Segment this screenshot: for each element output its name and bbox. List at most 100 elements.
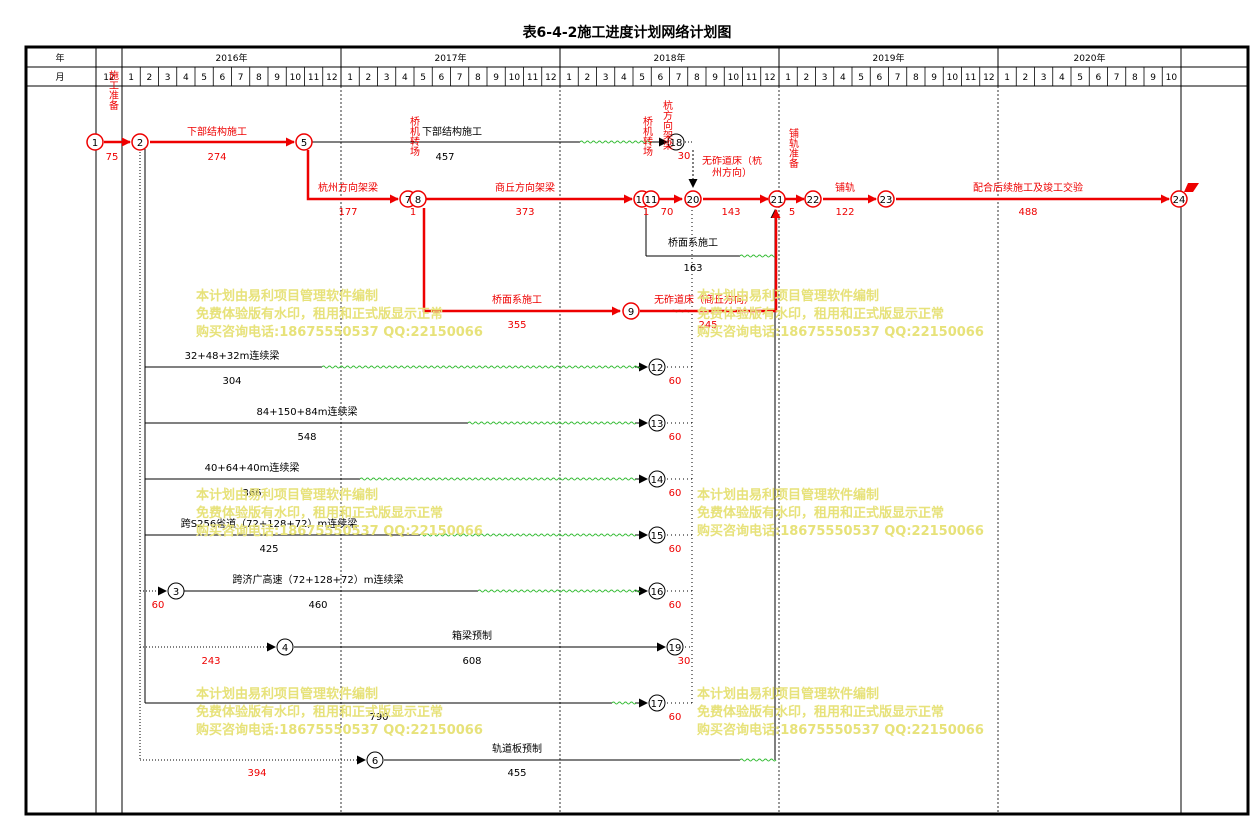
node[interactable]: 23 <box>877 190 895 208</box>
month-cell: 10 <box>1166 73 1178 83</box>
node[interactable]: 22 <box>804 190 822 208</box>
node[interactable]: 13 <box>648 414 666 432</box>
watermark-line: 购买咨询电话:18675550537 QQ:22150066 <box>697 324 984 340</box>
month-cell: 8 <box>913 73 919 83</box>
node4-float: 243 <box>201 656 220 667</box>
hz-bridge-label: 杭州方向架梁 <box>318 181 378 194</box>
watermark-block: 本计划由易利项目管理软件编制 免费体验版有水印，租用和正式版显示正常 购买咨询电… <box>697 686 984 738</box>
node-label: 23 <box>880 195 893 206</box>
node[interactable]: 6 <box>366 751 384 769</box>
year-cell: 2019年 <box>873 52 905 64</box>
node[interactable]: 21 <box>768 190 786 208</box>
turn1-duration: 1 <box>410 207 416 218</box>
track-duration: 455 <box>507 768 526 779</box>
watermark-block: 本计划由易利项目管理软件编制 免费体验版有水印，租用和正式版显示正常 购买咨询电… <box>196 288 483 340</box>
month-cell: 8 <box>1132 73 1138 83</box>
node-label: 10 <box>636 195 649 206</box>
node[interactable]: 4 <box>276 638 294 656</box>
span1-float: 60 <box>669 376 682 387</box>
node[interactable]: 12 <box>648 358 666 376</box>
float-wave <box>579 140 653 144</box>
watermark-line: 购买咨询电话:18675550537 QQ:22150066 <box>697 722 984 738</box>
watermark-line: 购买咨询电话:18675550537 QQ:22150066 <box>196 324 483 340</box>
node-label: 20 <box>687 195 700 206</box>
node[interactable]: 16 <box>648 582 666 600</box>
span4-float: 60 <box>669 544 682 555</box>
month-cell: 8 <box>475 73 481 83</box>
hz-bridge-duration: 177 <box>338 207 357 218</box>
node-label: 14 <box>651 475 664 486</box>
node[interactable]: 18 <box>667 133 685 151</box>
prep-label: 施工准备 <box>107 69 119 111</box>
node[interactable]: 1 <box>86 133 104 151</box>
month-cell: 5 <box>858 73 864 83</box>
rail-prep-label: 铺轨准备 <box>787 127 799 169</box>
watermark-line: 本计划由易利项目管理软件编制 <box>697 686 879 702</box>
node[interactable]: 8 <box>409 190 427 208</box>
month-cell: 1 <box>566 73 572 83</box>
deck-red-duration: 355 <box>507 320 526 331</box>
month-cell: 6 <box>658 73 664 83</box>
node-label: 21 <box>771 195 784 206</box>
span3-label: 40+64+40m连续梁 <box>205 461 300 474</box>
box-duration: 608 <box>462 656 481 667</box>
node[interactable]: 14 <box>648 470 666 488</box>
node[interactable]: 15 <box>648 526 666 544</box>
deck-top-duration: 163 <box>683 263 702 274</box>
float-wave <box>359 477 637 481</box>
node[interactable]: 3 <box>167 582 185 600</box>
span4-label: 跨S256省道（72+128+72）m连续梁 <box>181 517 357 530</box>
node[interactable]: 5 <box>295 133 313 151</box>
node[interactable]: 19 <box>666 638 684 656</box>
float-wave <box>419 533 637 537</box>
month-cell: 4 <box>621 73 627 83</box>
span5-duration: 460 <box>308 600 327 611</box>
ballastless-sq-duration: 245 <box>698 320 717 331</box>
month-cell: 12 <box>545 73 556 83</box>
month-cell: 2 <box>147 73 153 83</box>
watermark-block: 本计划由易利项目管理软件编制 免费体验版有水印，租用和正式版显示正常 购买咨询电… <box>697 288 984 340</box>
sub-red-label: 下部结构施工 <box>187 125 247 138</box>
node-label: 6 <box>372 756 378 767</box>
month-cell: 9 <box>931 73 937 83</box>
node3-float: 60 <box>152 600 165 611</box>
month-cell: 5 <box>1077 73 1083 83</box>
month-cell: 9 <box>1150 73 1156 83</box>
month-cell: 2 <box>1023 73 1029 83</box>
node-label: 15 <box>651 531 664 542</box>
final-label: 配合后续施工及竣工交验 <box>973 181 1083 194</box>
node[interactable]: 20 <box>684 190 702 208</box>
month-cell: 4 <box>402 73 408 83</box>
rail-label: 铺轨 <box>835 181 855 194</box>
sub-red-duration: 274 <box>207 152 226 163</box>
month-cell: 7 <box>238 73 244 83</box>
watermark-line: 本计划由易利项目管理软件编制 <box>697 487 879 503</box>
month-cell: 7 <box>457 73 463 83</box>
final-duration: 488 <box>1018 207 1037 218</box>
month-cell: 3 <box>603 73 609 83</box>
month-cell: 6 <box>439 73 445 83</box>
month-cell: 7 <box>895 73 901 83</box>
node[interactable]: 17 <box>648 694 666 712</box>
span1-label: 32+48+32m连续梁 <box>185 349 280 362</box>
month-cell: 9 <box>712 73 718 83</box>
watermark-line: 免费体验版有水印，租用和正式版显示正常 <box>196 306 443 322</box>
node-label: 12 <box>651 363 664 374</box>
node[interactable]: 24 <box>1170 190 1188 208</box>
sub-black-duration: 457 <box>435 152 454 163</box>
month-cell: 3 <box>822 73 828 83</box>
float-wave <box>477 589 641 593</box>
dur-30b: 30 <box>678 656 691 667</box>
month-cell: 10 <box>290 73 302 83</box>
month-cell: 10 <box>947 73 959 83</box>
box-label: 箱梁预制 <box>452 629 492 642</box>
dur-30a: 30 <box>678 151 691 162</box>
turn1-label: 桥机转场 <box>408 116 420 157</box>
watermark-line: 购买咨询电话:18675550537 QQ:22150066 <box>196 722 483 738</box>
node[interactable]: 9 <box>622 302 640 320</box>
month-cell: 6 <box>1096 73 1102 83</box>
node[interactable]: 11 <box>642 190 660 208</box>
node[interactable]: 2 <box>131 133 149 151</box>
month-cell: 12 <box>764 73 775 83</box>
node-label: 3 <box>173 587 179 598</box>
